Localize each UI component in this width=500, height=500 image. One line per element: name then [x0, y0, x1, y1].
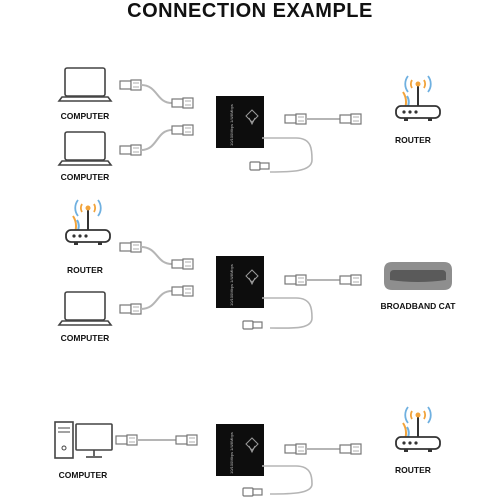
ethernet-plug-icon	[175, 434, 198, 446]
ethernet-plug-icon	[119, 79, 142, 91]
computer-icon	[58, 67, 112, 102]
broadband-cat-icon	[384, 262, 452, 290]
ethernet-plug-icon	[339, 113, 362, 125]
ethernet-plug-icon	[171, 124, 194, 136]
computer-icon	[58, 291, 112, 326]
ethernet-plug-icon	[284, 113, 307, 125]
ethernet-plug-icon	[119, 144, 142, 156]
ethernet-plug-icon	[284, 443, 307, 455]
usb-plug-icon	[242, 487, 263, 497]
device-label: 10/100Mbps 1/4/8Mbps	[229, 264, 234, 306]
ethernet-plug-icon	[119, 303, 142, 315]
router-icon	[395, 75, 441, 122]
label-router-3: ROUTER	[395, 465, 431, 475]
label-computer-2: COMPUTER	[60, 172, 110, 182]
desktop-computer-icon	[54, 421, 113, 459]
page-title: CONNECTION EXAMPLE	[127, 0, 373, 22]
label-router-2: ROUTER	[67, 265, 103, 275]
ethernet-plug-icon	[171, 97, 194, 109]
label-router-1: ROUTER	[395, 135, 431, 145]
router-icon	[65, 199, 111, 246]
router-icon	[395, 406, 441, 453]
ethernet-plug-icon	[119, 241, 142, 253]
ethernet-plug-icon	[171, 285, 194, 297]
poe-device-box	[215, 255, 265, 309]
computer-icon	[58, 131, 112, 166]
usb-plug-icon	[242, 320, 263, 330]
device-label: 10/100Mbps 1/4/8Mbps	[229, 104, 234, 146]
ethernet-plug-icon	[284, 274, 307, 286]
usb-plug-icon	[249, 161, 270, 171]
ethernet-plug-icon	[339, 274, 362, 286]
label-computer-3: COMPUTER	[60, 333, 110, 343]
ethernet-plug-icon	[115, 434, 138, 446]
ethernet-plug-icon	[171, 258, 194, 270]
device-label: 10/100Mbps 1/4/8Mbps	[229, 432, 234, 474]
section-3: 10/100Mbps 1/4/8Mbps	[54, 406, 441, 497]
poe-device-box	[215, 95, 265, 149]
poe-device-box	[215, 423, 265, 477]
ethernet-plug-icon	[339, 443, 362, 455]
section-2: 10/100Mbps 1/4/8Mbps	[58, 199, 452, 330]
label-computer-1: COMPUTER	[60, 111, 110, 121]
section-1: 10/100Mbps 1/4/8Mbps	[58, 67, 441, 173]
label-computer-4: COMPUTER	[58, 470, 108, 480]
label-broadband-cat: BROADBAND CAT	[380, 301, 456, 311]
